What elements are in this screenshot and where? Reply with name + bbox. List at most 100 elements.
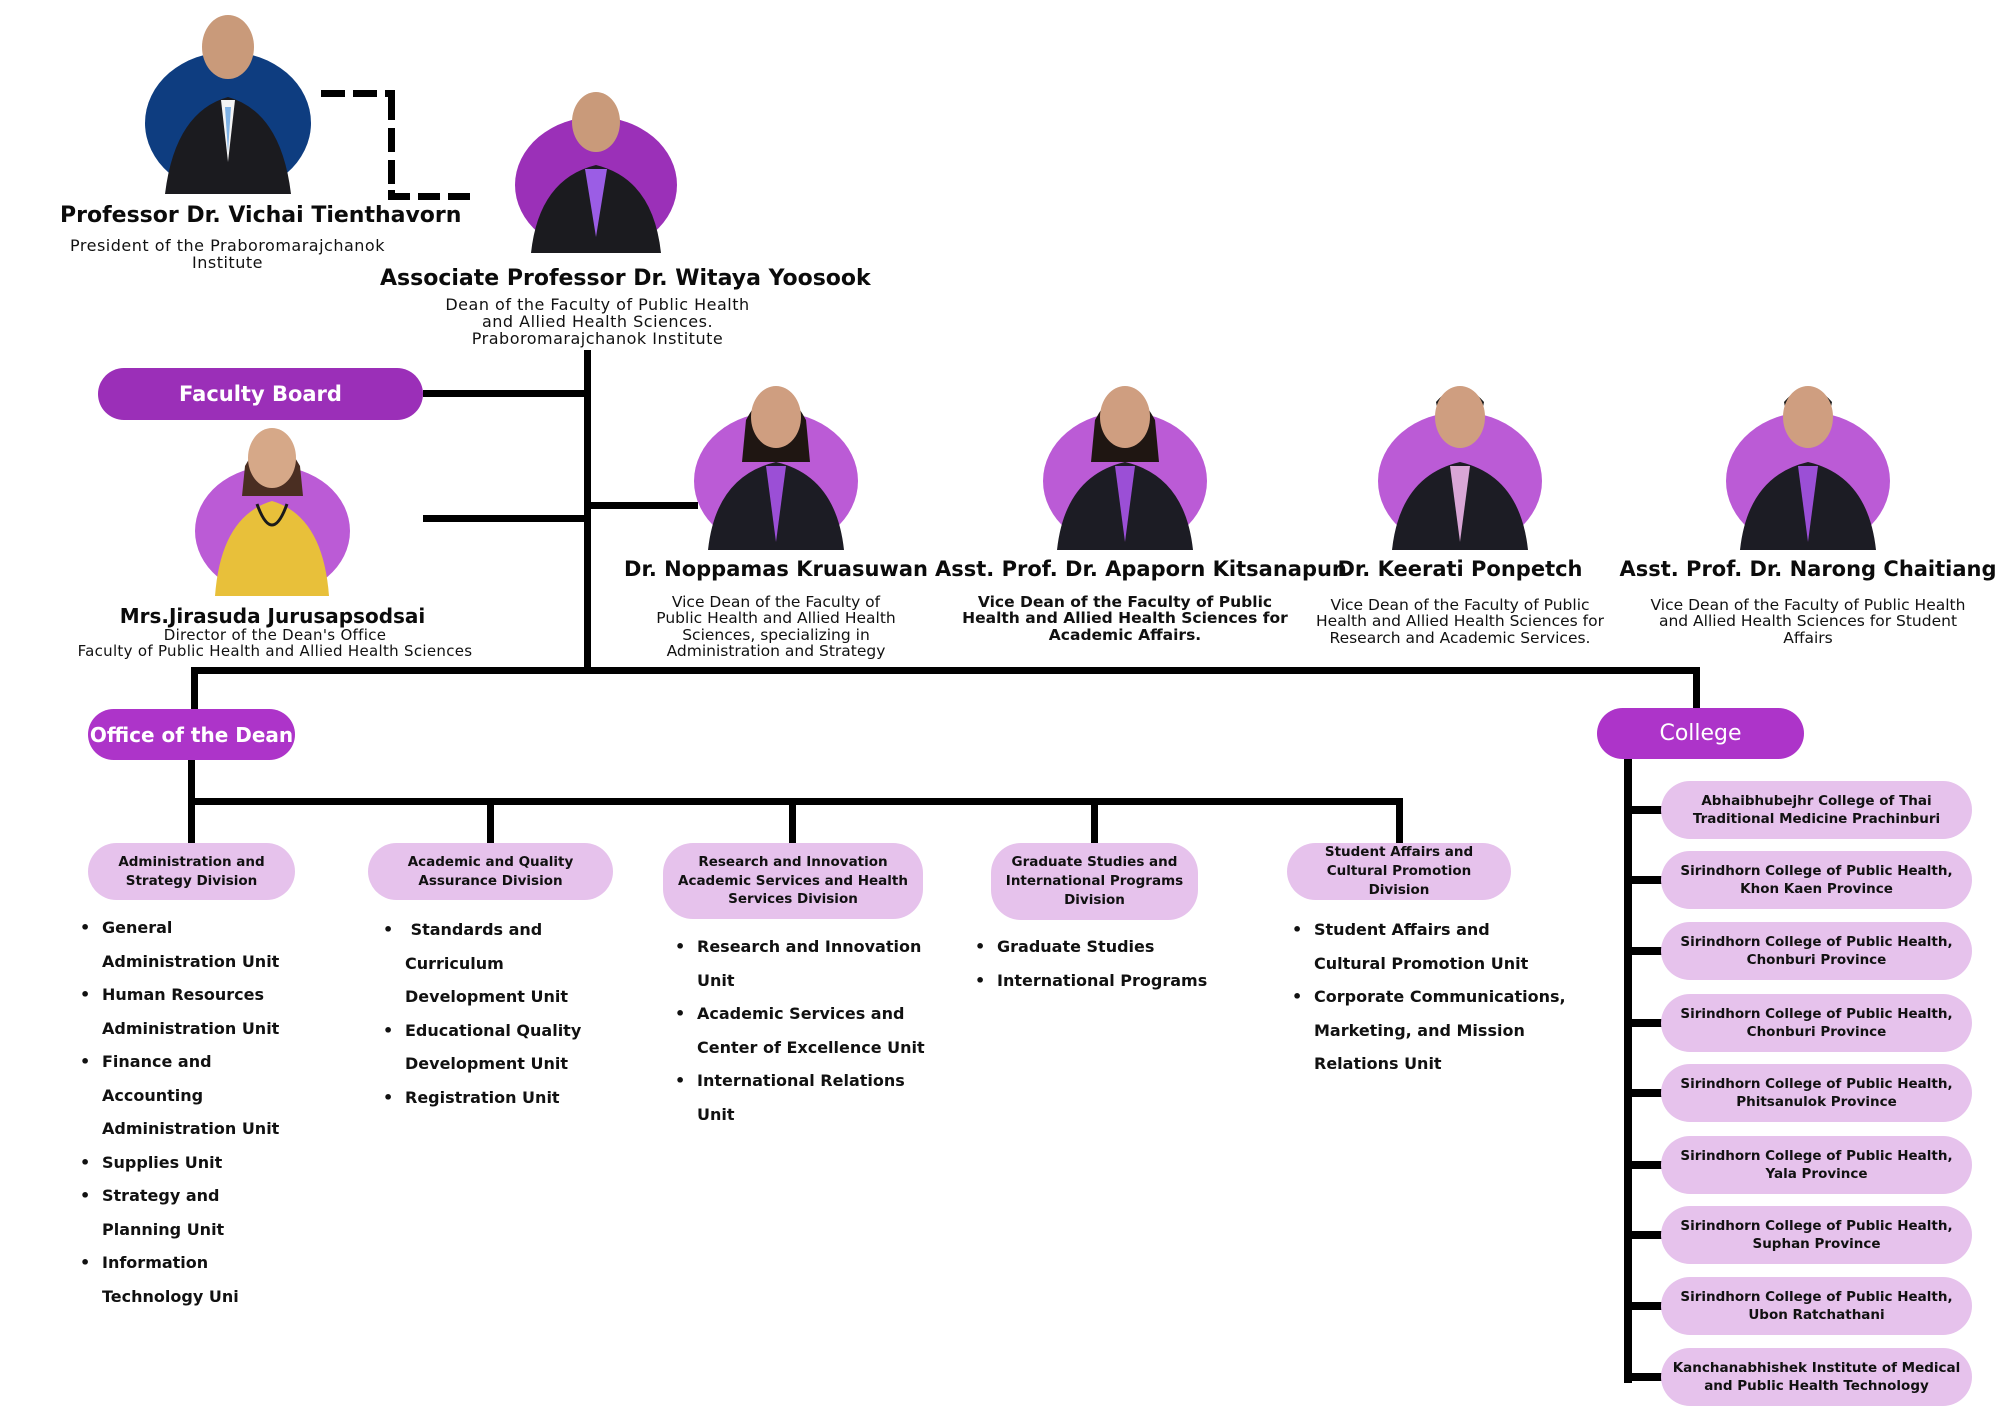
division-node[interactable]: Research and Innovation Academic Service… [663, 843, 923, 919]
vice-dean-title-line: Research and Academic Services. [1329, 628, 1591, 647]
person-icon [1740, 386, 1876, 550]
faculty-board-label: Faculty Board [179, 382, 342, 406]
unit-item: Corporate Communications,Marketing, and … [1292, 980, 1566, 1081]
dean-title: Dean of the Faculty of Public Health and… [445, 295, 750, 348]
unit-item-line: Development Unit [405, 987, 568, 1006]
person-icon [1057, 386, 1193, 550]
college-item[interactable]: Sirindhorn College of Public Health, Cho… [1661, 994, 1972, 1052]
college-connector [1628, 1089, 1664, 1097]
college-item[interactable]: Sirindhorn College of Public Health, Kho… [1661, 851, 1972, 909]
division-drop-4 [1091, 798, 1098, 844]
division-drop-2 [487, 798, 494, 844]
unit-item-line: Graduate Studies [997, 937, 1155, 956]
college-label: Sirindhorn College of Public Health, Cho… [1680, 933, 1953, 968]
person-icon [531, 92, 661, 253]
unit-item-line: Supplies Unit [102, 1152, 223, 1172]
office-drop-line [191, 667, 198, 711]
division-label: Academic and Quality Assurance Division [407, 853, 574, 889]
president-name: Professor Dr. Vichai Tienthavorn [60, 203, 462, 228]
college-label: Sirindhorn College of Public Health, Ubo… [1680, 1288, 1953, 1323]
college-item[interactable]: Sirindhorn College of Public Health, Cho… [1661, 922, 1972, 980]
office-of-the-dean-node[interactable]: Office of the Dean [88, 709, 295, 760]
college-item[interactable]: Sirindhorn College of Public Health, Ubo… [1661, 1277, 1972, 1335]
unit-item: Registration Unit [383, 1081, 613, 1115]
college-connector [1628, 947, 1664, 955]
backbone-line [584, 350, 591, 673]
college-item[interactable]: Sirindhorn College of Public Health, Phi… [1661, 1064, 1972, 1122]
unit-item-line: Planning Unit [102, 1219, 225, 1239]
college-item[interactable]: Abhaibhubejhr College of Thai Traditiona… [1661, 781, 1972, 839]
unit-item-line: Relations Unit [1314, 1054, 1442, 1073]
unit-item-line: Administration Unit [102, 1018, 280, 1038]
division-label: Research and Innovation Academic Service… [678, 853, 908, 908]
college-label: Kanchanabhishek Institute of Medical and… [1672, 1359, 1961, 1394]
unit-item-line: Finance and [102, 1052, 212, 1071]
vice-dean-title-line: Health and Allied Health Sciences for [962, 609, 1288, 628]
division-node[interactable]: Student Affairs and Cultural Promotion D… [1287, 843, 1511, 900]
division-drop-5 [1396, 798, 1403, 844]
unit-item-line: International Programs [997, 970, 1208, 990]
unit-item-line: Unit [697, 970, 735, 990]
division-label: Graduate Studies and International Progr… [1005, 854, 1184, 908]
vice-dean-name: Dr. Noppamas Kruasuwan [624, 557, 928, 581]
unit-item-line: Marketing, and Mission [1314, 1020, 1525, 1040]
college-connector [1628, 1161, 1664, 1169]
college-label: Abhaibhubejhr College of Thai Traditiona… [1692, 792, 1941, 827]
unit-item-line: Strategy and [102, 1186, 220, 1205]
college-item[interactable]: Sirindhorn College of Public Health, Sup… [1661, 1206, 1972, 1264]
unit-item-line: General [102, 918, 173, 937]
vice-dean-title-line: Public Health and Allied Health [656, 609, 896, 628]
unit-list: Graduate StudiesInternational Programs [975, 930, 1208, 997]
division-label: Student Affairs and Cultural Promotion D… [1324, 844, 1474, 898]
college-connector [1628, 876, 1664, 884]
dean-name: Associate Professor Dr. Witaya Yoosook [380, 266, 871, 291]
college-item[interactable]: Kanchanabhishek Institute of Medical and… [1661, 1348, 1972, 1406]
unit-item-line: Academic Services and [697, 1004, 905, 1023]
unit-item-line: Administration Unit [102, 951, 280, 971]
vice-dean-title: Vice Dean of the Faculty of Public Healt… [1623, 597, 1993, 646]
unit-item-line: Human Resources [102, 985, 265, 1004]
person-icon [1392, 386, 1528, 550]
division-node[interactable]: Academic and Quality Assurance Division [368, 843, 613, 900]
vice-dean-name: Asst. Prof. Dr. Narong Chaitiang [1619, 557, 1997, 581]
college-connector [1628, 1302, 1664, 1310]
college-item[interactable]: Sirindhorn College of Public Health, Yal… [1661, 1136, 1972, 1194]
unit-item-line: Administration Unit [102, 1119, 280, 1138]
unit-item-line: Center of Excellence Unit [697, 1037, 925, 1057]
unit-item-line: Student Affairs and [1314, 920, 1490, 939]
vice-dean-photo [1043, 386, 1207, 550]
vice-dean-title-line: Health and Allied Health Sciences for [1316, 612, 1604, 631]
vice-dean-title-line: Vice Dean of the Faculty of Public [977, 593, 1273, 611]
person-icon [215, 428, 329, 596]
vice-dean-title-line: Vice Dean of the Faculty of Public Healt… [1650, 596, 1966, 614]
unit-item-line: Research and Innovation [697, 937, 922, 956]
unit-item-line: Unit [697, 1104, 735, 1124]
office-down-line [188, 758, 195, 804]
vice-dean-name: Dr. Keerati Ponpetch [1337, 557, 1583, 581]
unit-item-line: Standards and [405, 920, 543, 939]
director-name: Mrs.Jirasuda Jurusapsodsai [119, 604, 426, 628]
office-of-the-dean-label: Office of the Dean [89, 722, 294, 747]
vice-dean-connector [588, 502, 698, 509]
vice-dean-title-line: Affairs [1783, 628, 1833, 647]
unit-list: Research and InnovationUnitAcademic Serv… [675, 930, 945, 1131]
division-node[interactable]: Graduate Studies and International Progr… [991, 843, 1198, 920]
vice-dean-photo [1378, 386, 1542, 550]
division-node[interactable]: Administration and Strategy Division [88, 843, 295, 900]
president-title: President of the Praboromarajchanok Inst… [70, 236, 385, 272]
college-label: Sirindhorn College of Public Health, Cho… [1680, 1005, 1953, 1040]
college-vertical-line [1624, 758, 1632, 1383]
faculty-board-node[interactable]: Faculty Board [98, 368, 423, 420]
college-drop-line [1693, 667, 1700, 710]
college-node[interactable]: College [1597, 708, 1804, 759]
